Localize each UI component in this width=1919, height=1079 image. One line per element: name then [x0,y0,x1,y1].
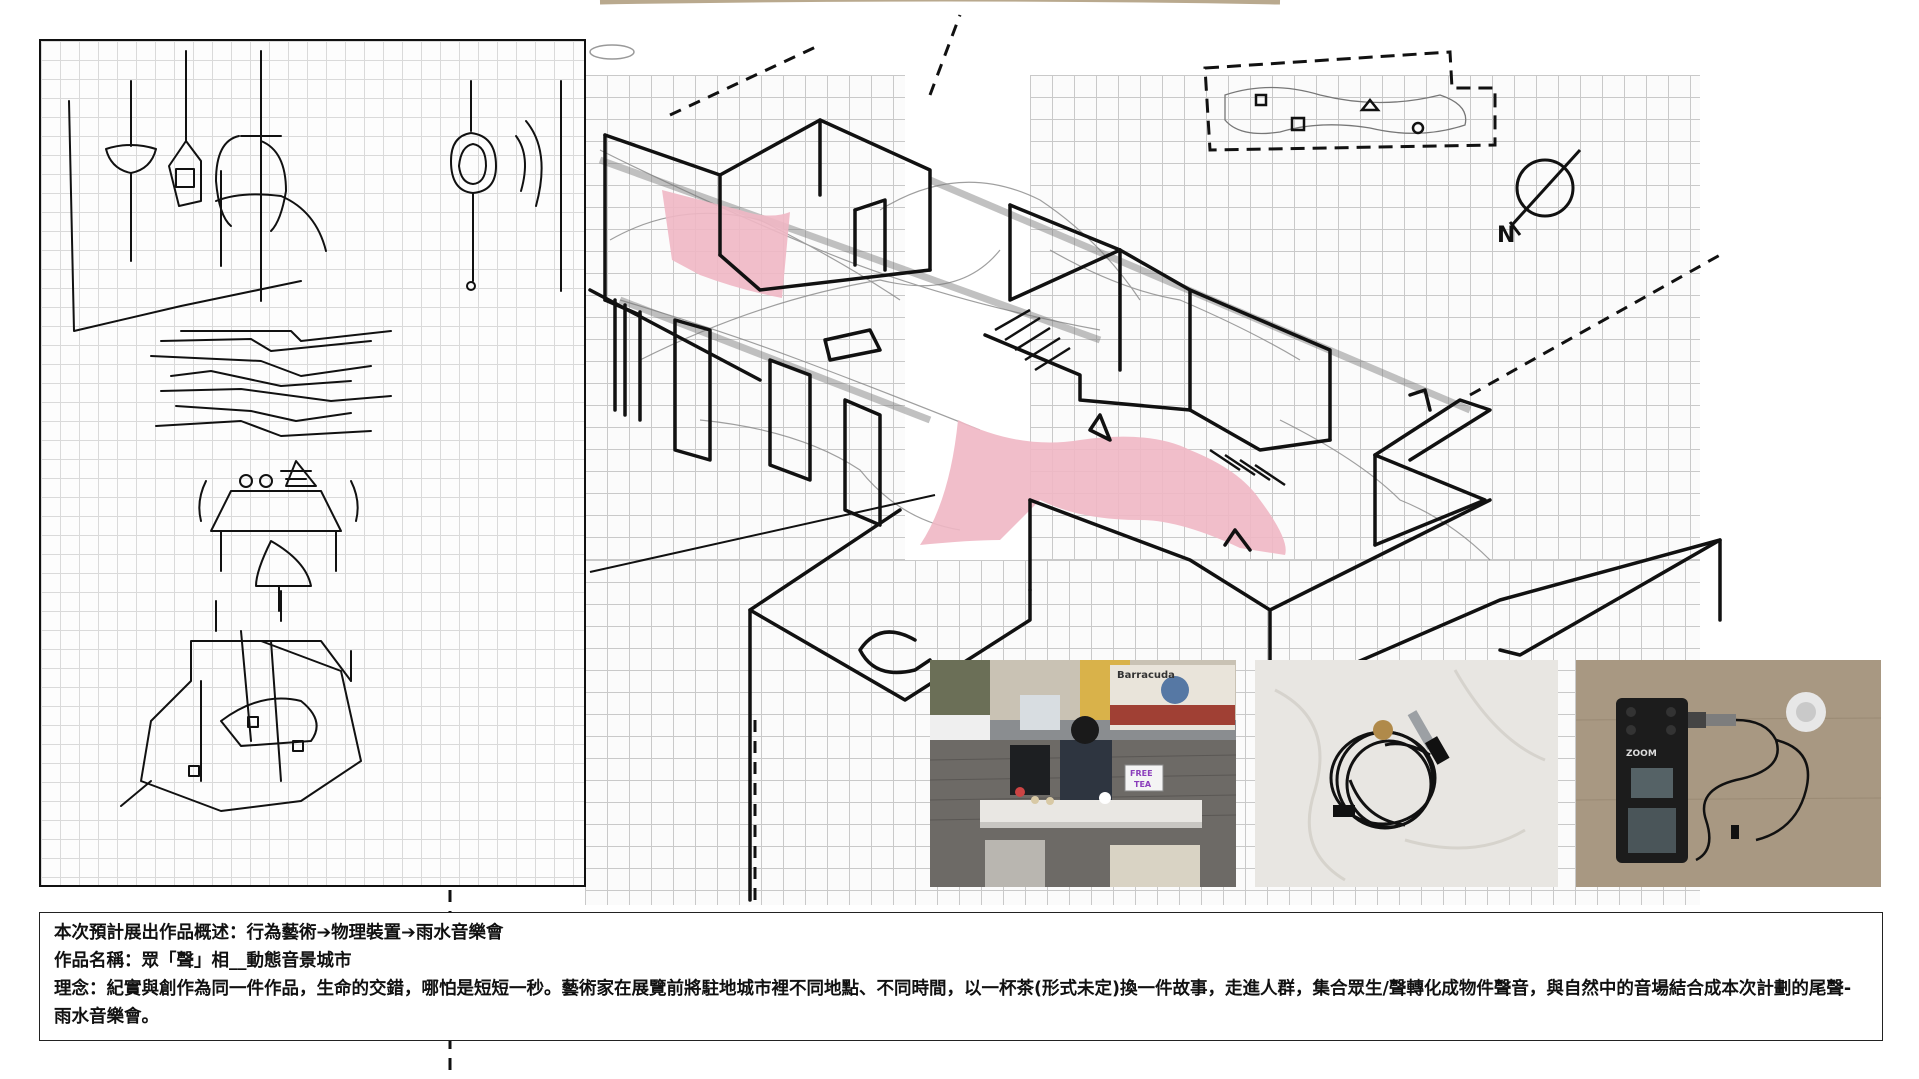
concept-sketch-panel [39,39,586,887]
photo-zoom-recorder: ZOOM [1576,660,1881,887]
north-label: N [1497,223,1515,248]
van-sign: Barracuda [1117,670,1175,681]
concept-sketch-drawing [68,50,562,812]
photo-contact-microphone-cable [1255,660,1558,887]
description-box: 本次預計展出作品概述：行為藝術➔物理裝置➔雨水音樂會 作品名稱：眾「聲」相__動… [39,912,1883,1041]
work-title-text: 作品名稱：眾「聲」相__動態音景城市 [54,951,352,971]
recorder-brand: ZOOM [1626,749,1657,759]
tea-sign-line1: FREE [1130,769,1153,778]
tea-sign-line2: TEA [1134,780,1152,789]
concept-text: 理念：紀實與創作為同一件作品，生命的交錯，哪怕是短短一秒。藝術家在展覽前將駐地城… [54,979,1852,1027]
overview-text: 本次預計展出作品概述：行為藝術➔物理裝置➔雨水音樂會 [54,923,504,943]
photo-market-tea-stall: Barracuda FREE TEA [930,660,1236,887]
